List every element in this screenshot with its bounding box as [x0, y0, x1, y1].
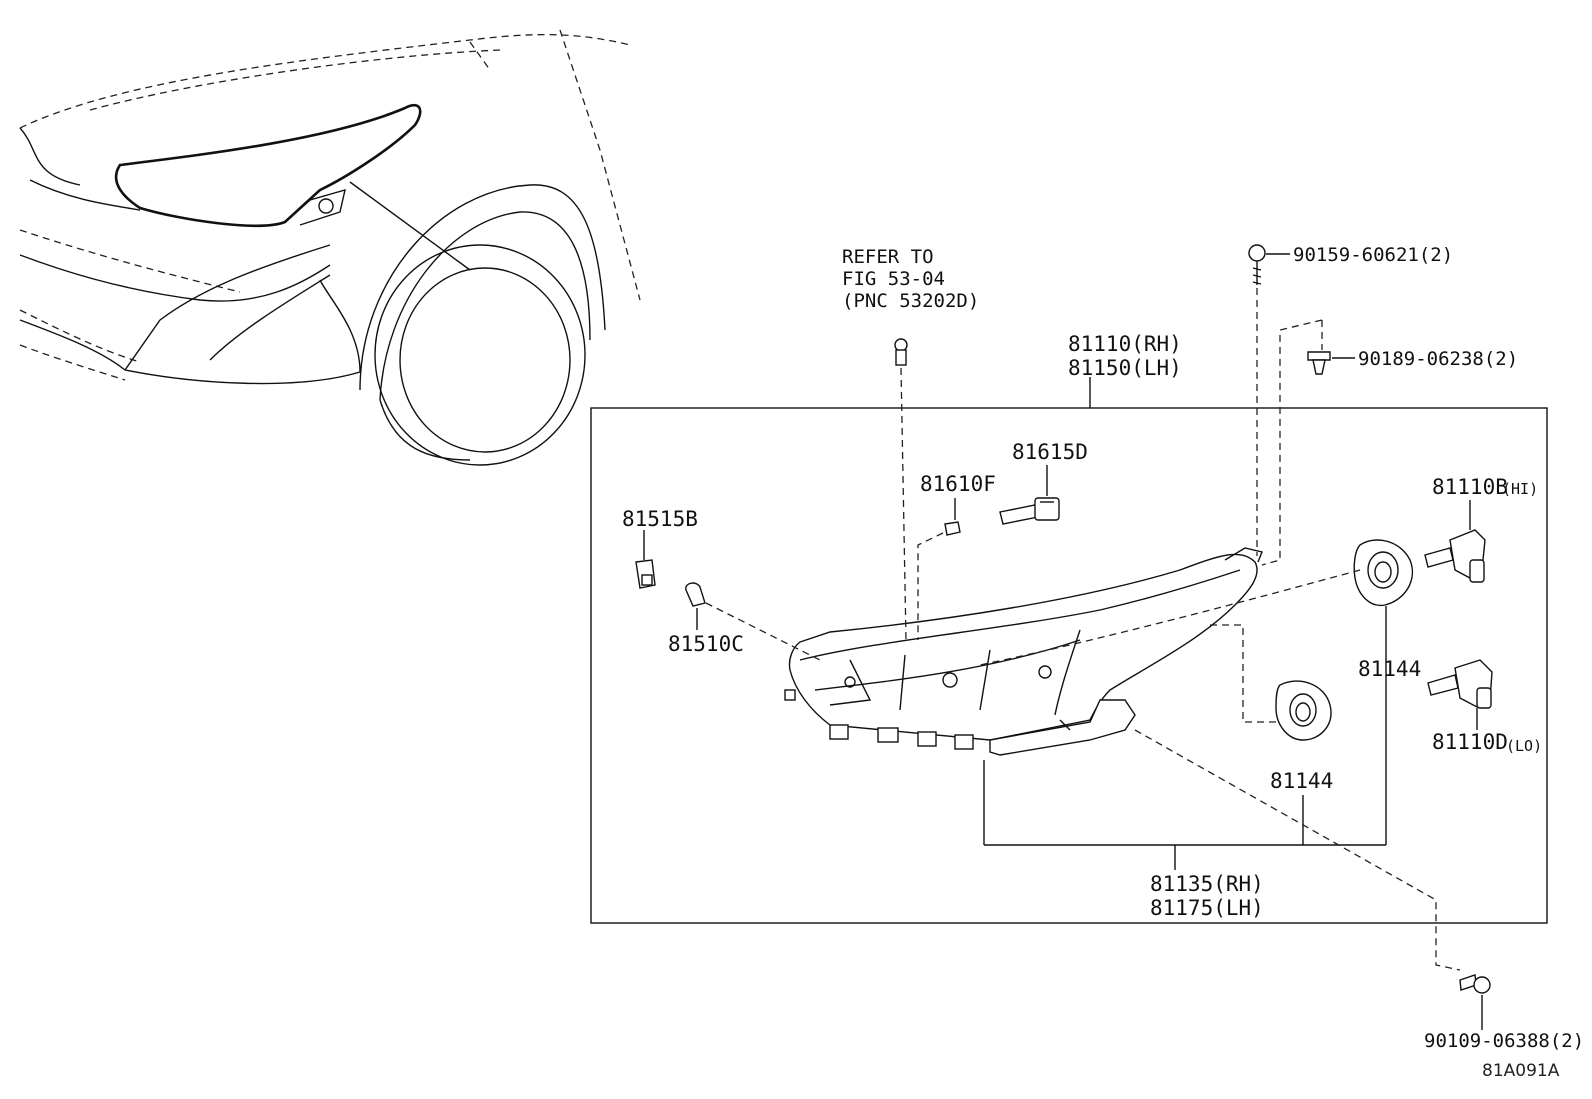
bolt-90109 — [1459, 974, 1491, 994]
label-81110B-hi: (HI) — [1502, 480, 1539, 498]
label-81610F: 81610F — [920, 472, 996, 496]
label-81110D-lo: (LO) — [1506, 737, 1543, 755]
bulb-81110D-lo — [1427, 659, 1493, 709]
label-81175-lh: 81175(LH) — [1150, 896, 1264, 920]
headlamp-housing — [784, 547, 1263, 756]
label-81110D: 81110D — [1432, 730, 1508, 754]
bulb-81110B-hi — [1424, 529, 1486, 583]
bulb-81610F — [944, 521, 961, 536]
label-90189: 90189-06238(2) — [1358, 348, 1519, 370]
bolt-90159 — [1248, 244, 1266, 285]
label-90159: 90159-60621(2) — [1293, 244, 1454, 266]
cap-81144-lower — [1275, 680, 1332, 741]
label-81110-rh: 81110(RH) — [1068, 332, 1182, 356]
screw-refer — [894, 338, 908, 366]
figure-code: 81A091A — [1482, 1061, 1560, 1081]
vehicle-overview — [19, 29, 641, 466]
label-81510C: 81510C — [668, 632, 744, 656]
label-81135-rh: 81135(RH) — [1150, 872, 1264, 896]
label-81615D: 81615D — [1012, 440, 1088, 464]
bulb-81615D — [999, 497, 1060, 525]
label-81144-upper: 81144 — [1358, 657, 1422, 681]
label-90109: 90109-06388(2) — [1424, 1030, 1585, 1052]
label-81110B: 81110B — [1432, 475, 1508, 499]
socket-81515B — [635, 559, 656, 589]
refer-note-line-1: REFER TO — [842, 246, 934, 268]
clip-90189 — [1307, 351, 1331, 375]
bulb-81510C — [685, 582, 706, 607]
label-81515B: 81515B — [622, 507, 698, 531]
refer-note-line-2: FIG 53-04 — [842, 268, 945, 290]
lens-leaders — [983, 760, 1386, 870]
assembly-frame — [590, 407, 1548, 924]
refer-note-line-3: (PNC 53202D) — [842, 290, 980, 312]
cap-81144-upper — [1353, 539, 1414, 607]
label-81144-lower: 81144 — [1270, 769, 1334, 793]
label-81150-lh: 81150(LH) — [1068, 356, 1182, 380]
